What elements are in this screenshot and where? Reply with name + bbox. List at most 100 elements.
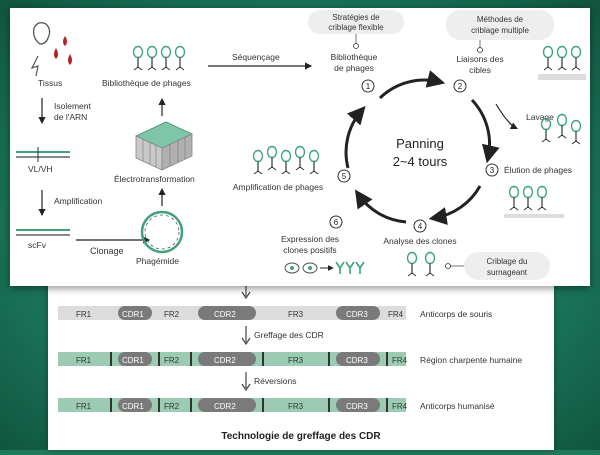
amplification-phage-icon [252, 145, 320, 175]
step-5-badge [337, 169, 351, 183]
cycle-arc-2-3 [470, 98, 500, 164]
divider [190, 398, 192, 412]
connector-dot [353, 43, 359, 49]
cycle-arc-4-5 [354, 189, 407, 224]
cdr3-segment [336, 306, 380, 320]
cdr1-segment [118, 352, 152, 366]
step-2-number: 2 [458, 82, 463, 91]
target-binding-icon [538, 45, 586, 80]
seg-fr3: FR3 [288, 356, 304, 365]
cdr2-segment [198, 352, 256, 366]
vlvh-label: VL/VH [28, 164, 53, 174]
amplification-label: Amplification [54, 196, 102, 206]
step-1-label-line1: Bibliothèque [331, 52, 378, 62]
divider [386, 398, 388, 412]
seg-fr2: FR2 [164, 402, 180, 411]
cdr3-segment [336, 398, 380, 412]
row-mouse-antibody: FR1 CDR1 FR2 CDR2 FR3 CDR3 FR4 Anticorps… [58, 306, 492, 320]
row-label: Région charpente humaine [420, 355, 522, 365]
step-label-reversions: Réversions [254, 376, 297, 386]
divider [158, 352, 160, 366]
step-label-grafting: Greffage des CDR [254, 330, 324, 340]
seg-fr4: FR4 [392, 402, 408, 411]
arrowhead [241, 291, 251, 300]
cdr1-segment [118, 306, 152, 320]
step-4-number: 4 [418, 222, 423, 231]
arrowhead [241, 383, 251, 392]
bubble-multiple-methods [446, 10, 554, 40]
divider [328, 352, 330, 366]
seg-cdr3: CDR3 [346, 310, 368, 319]
scfv-label: scFv [28, 240, 47, 250]
row-label: Anticorps humanisé [420, 401, 495, 411]
electrotransformation-label: Électrotransformation [114, 174, 195, 184]
phage-display-panel: Tissus Isolement de l'ARN VL/VH Amplific… [10, 8, 590, 286]
divider [262, 398, 264, 412]
phagemid-label: Phagémide [136, 256, 179, 266]
seg-cdr1: CDR1 [122, 310, 144, 319]
bubble-flexible-line2: criblage flexible [328, 23, 384, 32]
seg-fr2: FR2 [164, 310, 180, 319]
step-2-label-line1: Liaisons des [456, 54, 503, 64]
step-2-badge [453, 79, 467, 93]
seg-cdr2: CDR2 [214, 402, 236, 411]
phagemid-icon [140, 210, 184, 254]
cdr-grafting-diagram: FR1 CDR1 FR2 CDR2 FR3 CDR3 FR4 Anticorps… [58, 280, 522, 442]
arrowhead [241, 337, 251, 346]
step-5-number: 5 [342, 172, 347, 181]
vlvh-icon [16, 147, 70, 162]
panning-cycle [344, 70, 500, 225]
wash-label: Lavage [526, 112, 554, 122]
bubble-supernatant-line2: surnageant [487, 268, 528, 277]
divider [110, 398, 112, 412]
cdr-grafting-panel: FR1 CDR1 FR2 CDR2 FR3 CDR3 FR4 Anticorps… [48, 276, 554, 450]
seg-fr1: FR1 [76, 402, 92, 411]
seg-cdr2: CDR2 [214, 310, 236, 319]
step-4-label: Analyse des clones [383, 236, 456, 246]
step-6-number: 6 [334, 218, 339, 227]
seg-fr4: FR4 [388, 310, 404, 319]
bubble-supernatant-line1: Criblage du [487, 257, 528, 266]
bubble-supernatant [464, 252, 550, 280]
cycle-arc-3-4 [428, 185, 482, 225]
cloning-label: Clonage [90, 246, 124, 256]
step-6-badge [329, 215, 343, 229]
cycle-arc-5-1 [344, 105, 366, 169]
bubble-flexible-strategies [308, 10, 404, 34]
bubble-multiple-line1: Méthodes de [477, 15, 524, 24]
step-6-label-line2: clones positifs [283, 245, 336, 255]
seg-cdr2: CDR2 [214, 356, 236, 365]
divider [328, 398, 330, 412]
step-3-number: 3 [490, 166, 495, 175]
connector-dot [445, 263, 451, 269]
row-humanized-antibody: FR1 CDR1 FR2 CDR2 FR3 CDR3 FR4 Anticorps… [58, 398, 495, 412]
clone-analysis-icon [406, 251, 436, 277]
step-3-badge [485, 163, 499, 177]
rna-isolation-line2: de l'ARN [54, 112, 87, 122]
cycle-arc-1-2 [378, 70, 446, 100]
wash-icon [540, 113, 582, 145]
phage-library-icon [132, 45, 186, 71]
divider [386, 352, 388, 366]
cuvette-array-icon [135, 121, 193, 171]
seg-cdr1: CDR1 [122, 356, 144, 365]
step-6-label-line1: Expression des [281, 234, 339, 244]
cdr2-segment [198, 398, 256, 412]
cycle-center-line1: Panning [396, 136, 444, 151]
cdr3-segment [336, 352, 380, 366]
step-1-badge [361, 79, 375, 93]
positive-clone-expression-icon [284, 261, 365, 274]
seg-cdr3: CDR3 [346, 356, 368, 365]
sequencing-label: Séquençage [232, 52, 280, 62]
step-2-label-line2: cibles [469, 65, 491, 75]
step-3-label: Élution de phages [504, 165, 572, 175]
seg-cdr1: CDR1 [122, 402, 144, 411]
cdr1-segment [118, 398, 152, 412]
scfv-icon [16, 229, 70, 236]
seg-fr1: FR1 [76, 310, 92, 319]
arrow-wash [495, 103, 518, 129]
seg-fr4: FR4 [392, 356, 408, 365]
seg-cdr3: CDR3 [346, 402, 368, 411]
divider [110, 352, 112, 366]
connector-dot [477, 47, 483, 53]
